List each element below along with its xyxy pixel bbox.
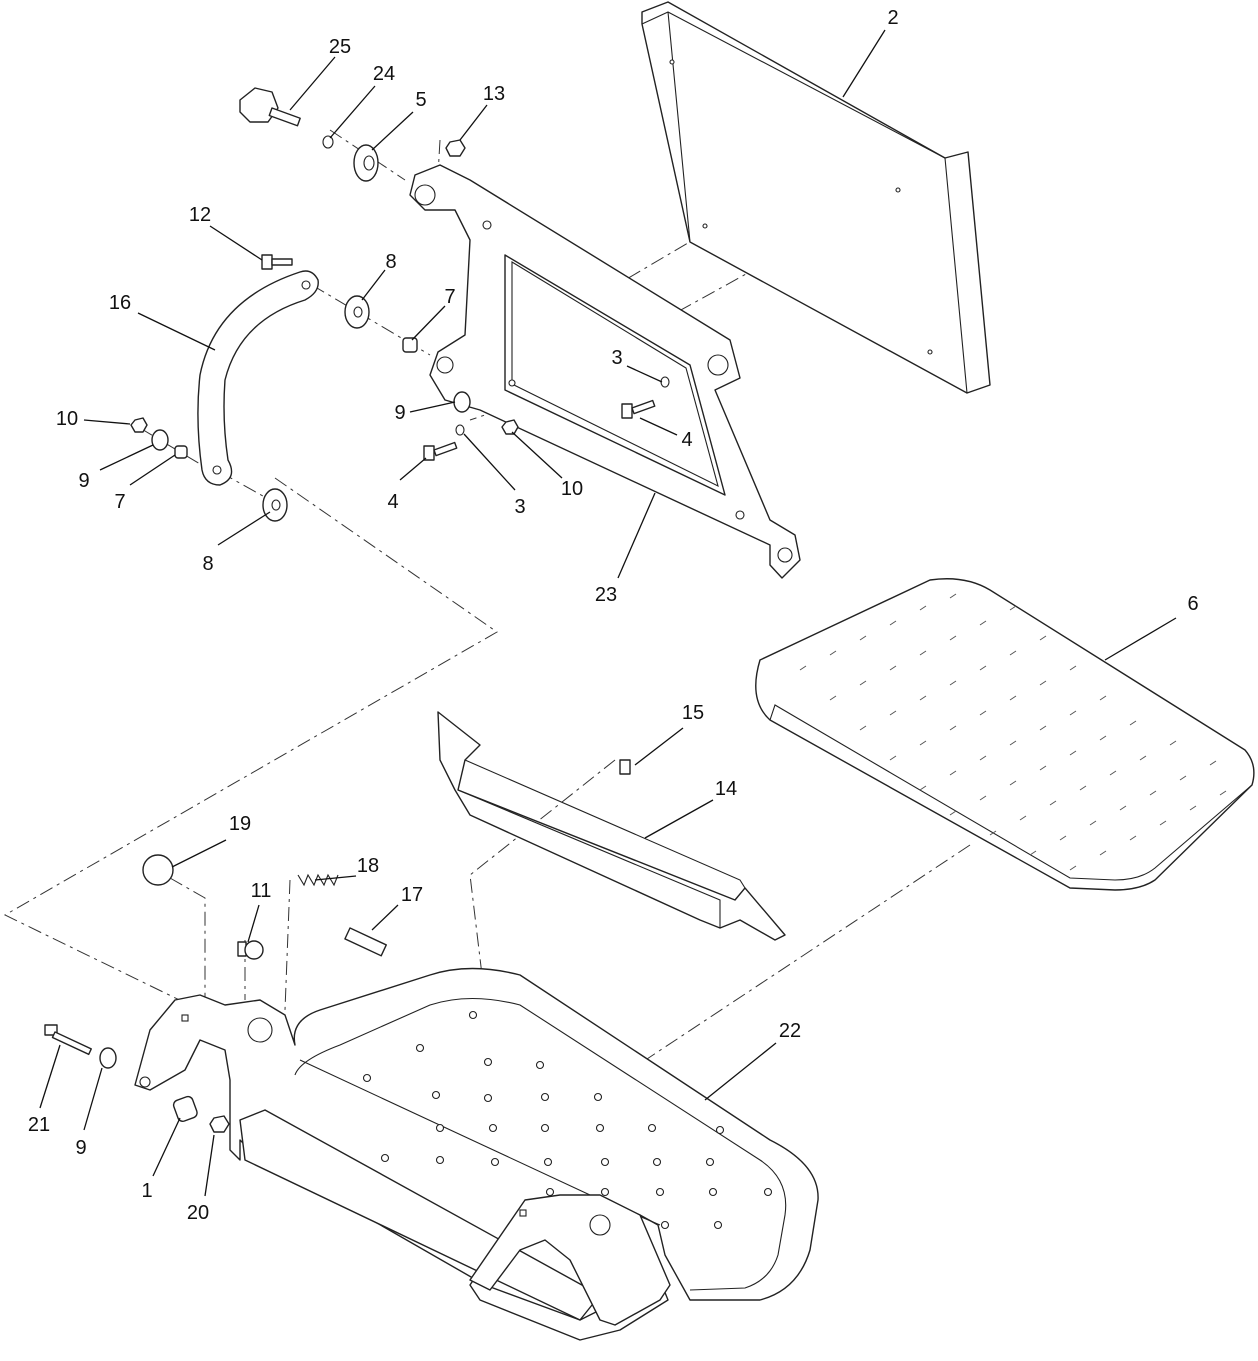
- callout-labels: 2 25 24 5 13 12 8 16 7 3 9 4 10 9 7 4 3 …: [28, 7, 1199, 1224]
- callout-7b: 7: [114, 491, 125, 513]
- callout-8b: 8: [202, 553, 213, 575]
- part-14-channel: [437, 711, 786, 941]
- part-16-arc-strap: [197, 270, 319, 486]
- callout-23: 23: [595, 584, 617, 606]
- callout-24: 24: [373, 63, 395, 85]
- callout-14: 14: [715, 778, 737, 800]
- callout-5: 5: [415, 89, 426, 111]
- callout-10b: 10: [561, 478, 583, 500]
- callout-9a: 9: [394, 402, 405, 424]
- part-22-footrest-frame: [134, 967, 819, 1341]
- callout-3b: 3: [514, 496, 525, 518]
- part-23-bracket: [409, 164, 801, 579]
- callout-9c: 9: [75, 1137, 86, 1159]
- callout-21: 21: [28, 1114, 50, 1136]
- callout-13: 13: [483, 83, 505, 105]
- callout-11: 11: [251, 880, 272, 902]
- part-2-back-pad: [641, 1, 991, 394]
- callout-19: 19: [229, 813, 251, 835]
- callout-7a: 7: [444, 286, 455, 308]
- callout-4b: 4: [387, 491, 398, 513]
- part-6-tread-mat: [755, 578, 1255, 891]
- footrest-holes: [362, 1010, 773, 1230]
- hardware: [44, 87, 670, 1133]
- callout-9b: 9: [78, 470, 89, 492]
- callout-16: 16: [109, 292, 131, 314]
- leader-lines: [39, 29, 1177, 1197]
- callout-6: 6: [1187, 593, 1198, 615]
- callout-10a: 10: [56, 408, 78, 430]
- callout-17: 17: [401, 884, 423, 906]
- callout-12: 12: [189, 204, 211, 226]
- callout-15: 15: [682, 702, 704, 724]
- callout-20: 20: [187, 1202, 209, 1224]
- callout-2: 2: [887, 7, 898, 29]
- callout-3a: 3: [611, 347, 622, 369]
- callout-4a: 4: [681, 429, 692, 451]
- callout-25: 25: [329, 36, 351, 58]
- callout-22: 22: [779, 1020, 801, 1042]
- callout-18: 18: [357, 855, 379, 877]
- callout-8a: 8: [385, 251, 396, 273]
- callout-1: 1: [141, 1180, 152, 1202]
